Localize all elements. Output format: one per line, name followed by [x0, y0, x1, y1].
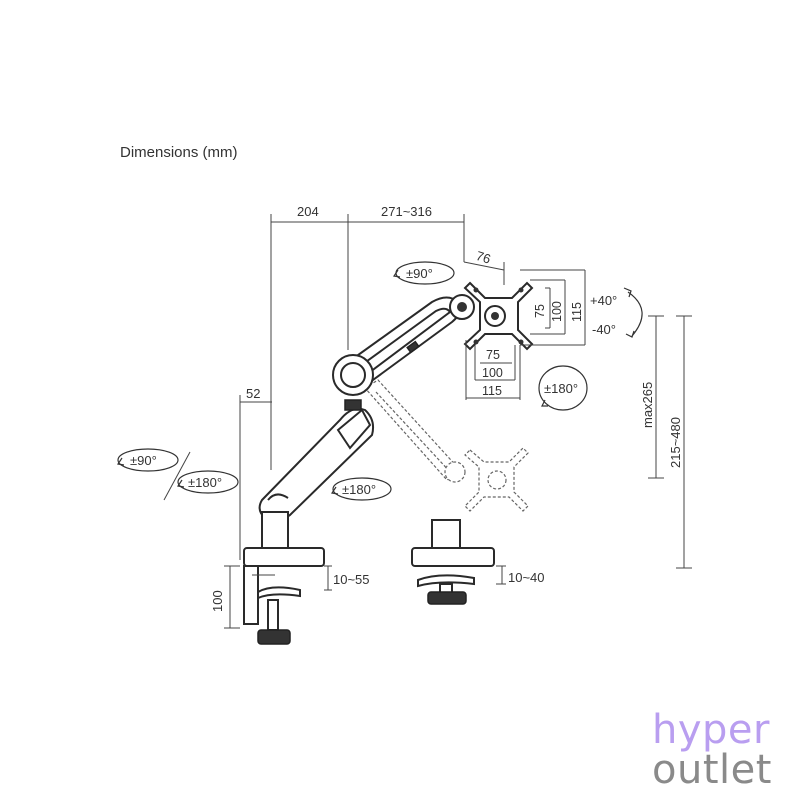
- dim-vesa-v-75: 75: [533, 304, 547, 318]
- rotation-base-swivel: ±90°: [116, 448, 179, 472]
- rotation-screen: ±180°: [538, 365, 588, 411]
- rotation-separator: [163, 451, 191, 501]
- rotation-tilt: +40° -40°: [590, 287, 643, 338]
- top-dimensions: 204 271~316: [270, 204, 465, 470]
- dim-vesa-h-100: 100: [482, 366, 503, 380]
- head-depth-dimension: 76: [463, 248, 505, 285]
- rotation-base-label: ±180°: [188, 475, 222, 490]
- dim-arm-reach-1: 204: [297, 204, 319, 219]
- rotation-tilt-up-label: +40°: [590, 293, 617, 308]
- dim-max-height: max265: [640, 382, 655, 428]
- main-mount: [243, 511, 325, 645]
- dim-clamp-range-2: 10~40: [508, 570, 545, 585]
- dim-clamp-height: 100: [210, 590, 225, 612]
- dim-vesa-h-115: 115: [482, 384, 502, 398]
- diagram-title: Dimensions (mm): [120, 144, 238, 161]
- dim-height-range: 215~480: [668, 417, 683, 468]
- upper-arm: [332, 294, 475, 396]
- logo-line-1: hyper: [652, 707, 770, 753]
- rotation-head-swivel: ±90°: [392, 261, 455, 285]
- rotation-head-swivel-label: ±90°: [406, 266, 433, 281]
- dim-head-depth: 76: [474, 248, 492, 267]
- lower-arm: [258, 399, 375, 522]
- rotation-arm: ±180°: [330, 477, 392, 501]
- ghost-arm-position: [364, 379, 529, 543]
- clamp-range-1-dimension: 10~55: [324, 565, 370, 591]
- clamp-height-dimension: 100: [210, 565, 240, 629]
- rotation-base-swivel-label: ±90°: [130, 453, 157, 468]
- dim-clamp-range-1: 10~55: [333, 572, 370, 587]
- height-dimensions: max265 215~480: [640, 315, 692, 569]
- pole-offset-dimension: 52: [239, 386, 272, 560]
- dim-vesa-h-75: 75: [486, 348, 500, 362]
- vesa-horizontal-dimensions: 75 100 115: [465, 340, 521, 400]
- dim-arm-reach-2: 271~316: [381, 204, 432, 219]
- vesa-vertical-dimensions: 75 100 115: [520, 269, 586, 346]
- clamp-range-2-dimension: 10~40: [496, 565, 545, 585]
- rotation-tilt-down-label: -40°: [592, 322, 616, 337]
- vesa-plate: [463, 281, 534, 351]
- dim-pole-offset: 52: [246, 386, 260, 401]
- rotation-arm-label: ±180°: [342, 482, 376, 497]
- rotation-base: ±180°: [176, 470, 239, 494]
- rotation-screen-label: ±180°: [544, 381, 578, 396]
- logo-line-2: outlet: [652, 747, 772, 793]
- hyper-outlet-logo: hyper outlet: [652, 710, 792, 794]
- second-mount: [411, 519, 495, 605]
- dim-vesa-v-115: 115: [570, 302, 584, 322]
- dim-vesa-v-100: 100: [550, 301, 564, 322]
